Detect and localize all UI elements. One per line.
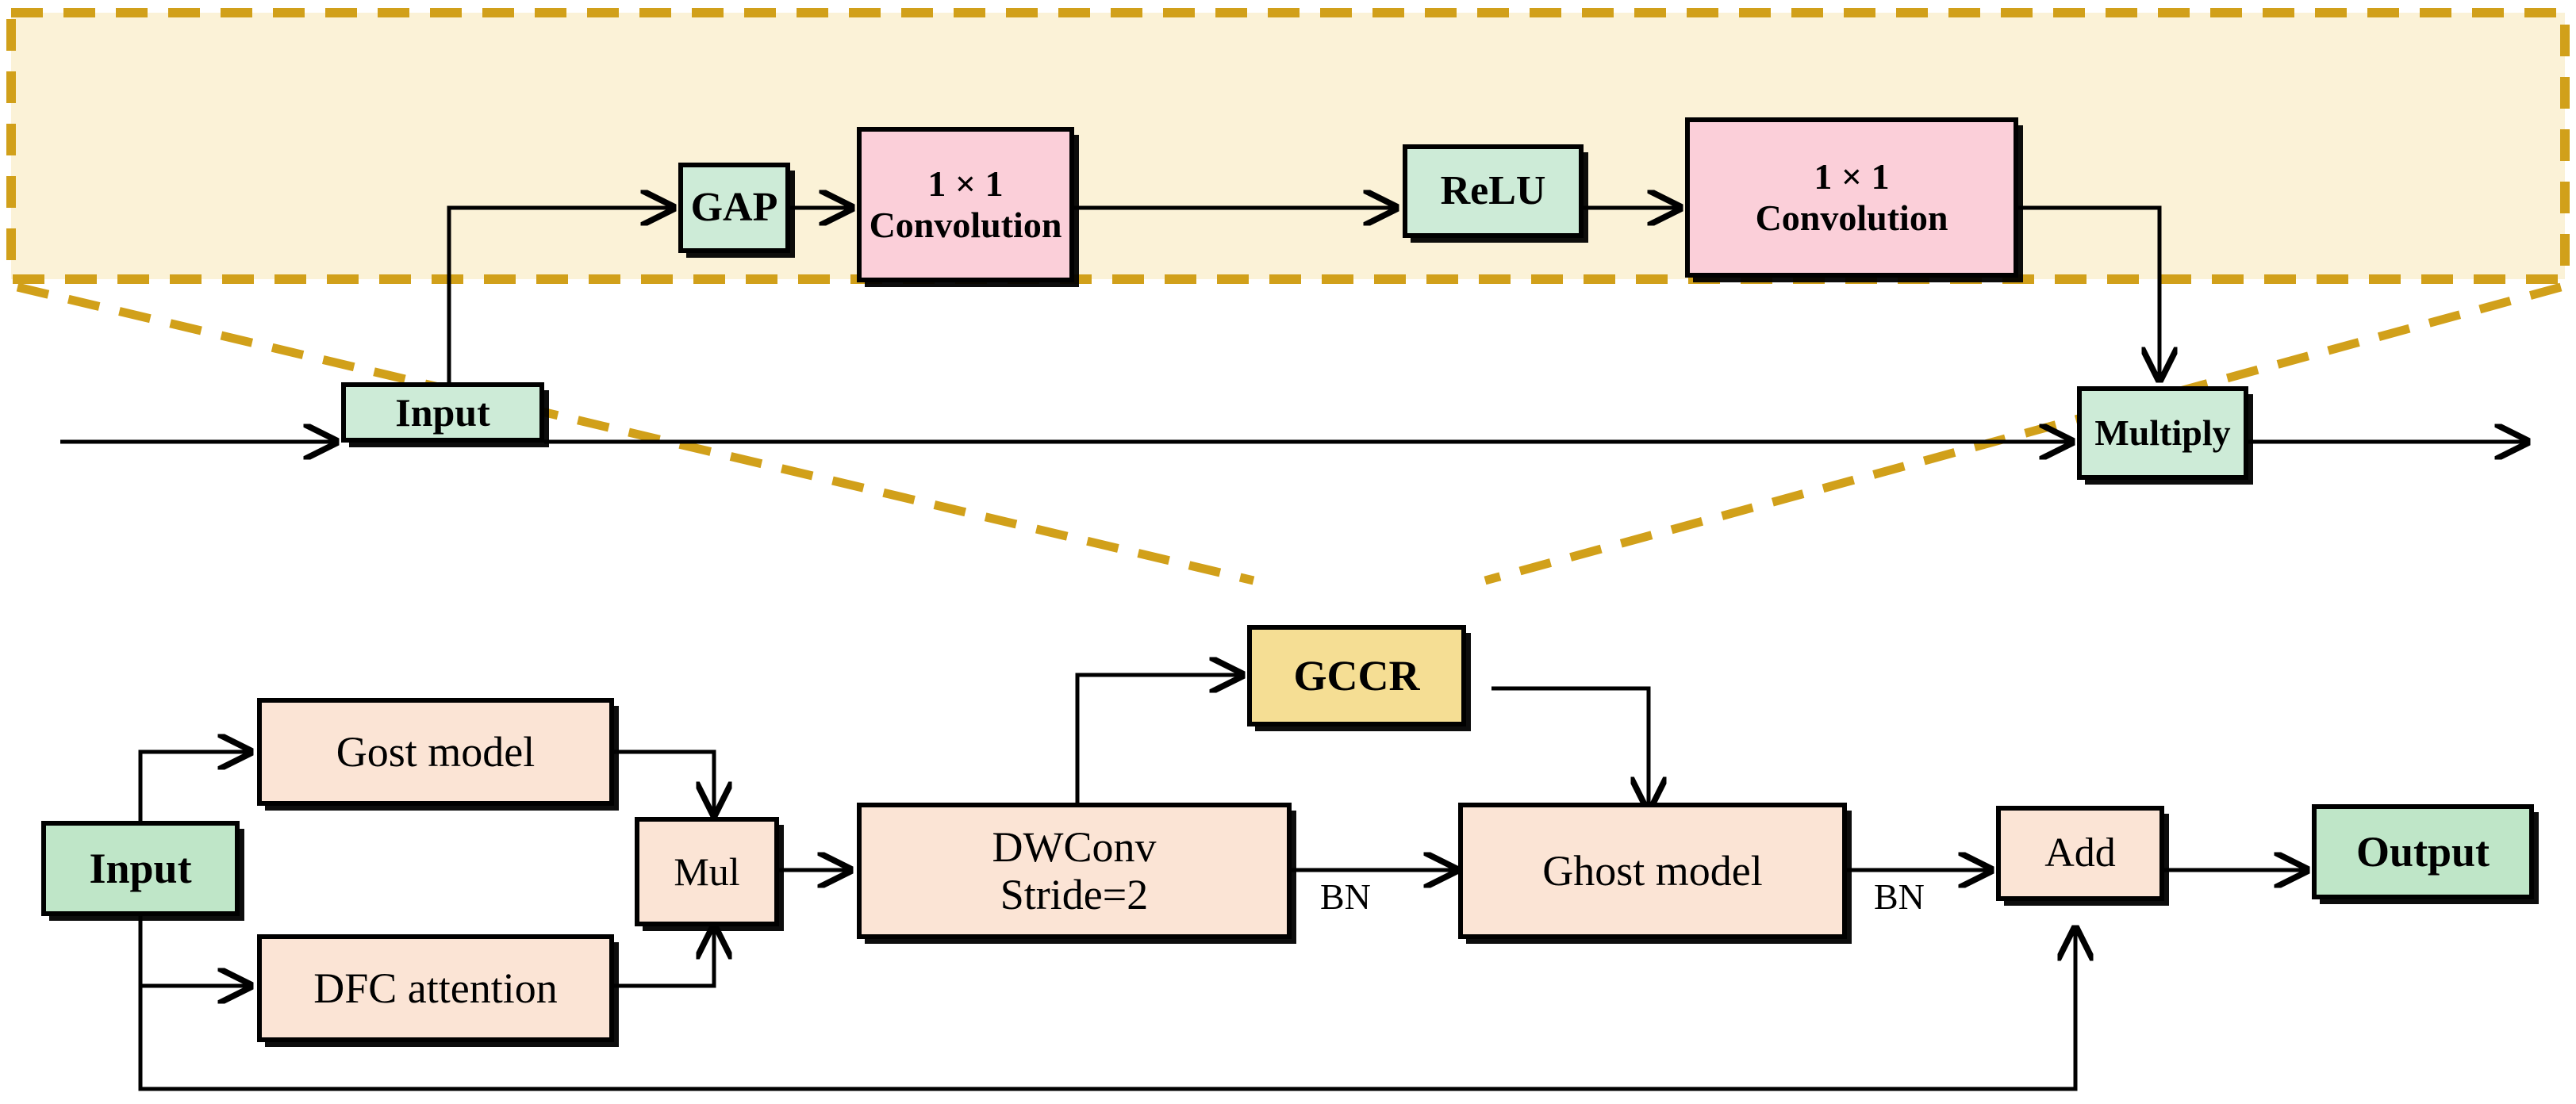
edge-input-to-gap <box>447 208 674 382</box>
node-conv1x1-first-line1: 1 × 1 <box>927 163 1004 205</box>
edge-dfc-to-mul <box>603 926 714 988</box>
node-bottom-input[interactable]: Input <box>41 821 240 916</box>
node-mul-label: Mul <box>674 849 740 894</box>
node-top-input-label: Input <box>395 390 490 435</box>
node-conv1x1-first-line2: Convolution <box>869 205 1062 245</box>
node-conv1x1-first[interactable]: 1 × 1 Convolution <box>857 127 1074 282</box>
gccr-detail-panel <box>6 8 2570 284</box>
edge-gost-to-mul <box>603 749 714 815</box>
node-ghost-model-label: Ghost model <box>1542 846 1763 895</box>
node-output[interactable]: Output <box>2312 804 2534 899</box>
node-mul[interactable]: Mul <box>635 817 779 926</box>
node-dwconv-line2: Stride=2 <box>1000 871 1149 918</box>
node-gap[interactable]: GAP <box>678 163 790 253</box>
node-gccr[interactable]: GCCR <box>1247 625 1466 726</box>
edge-conv2-to-multiply <box>2018 205 2159 380</box>
node-conv1x1-second-line1: 1 × 1 <box>1814 156 1890 197</box>
edge-label-bn-1-text: BN <box>1320 876 1371 917</box>
edge-dwconv-to-gccr <box>1075 675 1242 815</box>
zoom-connector-right <box>1484 282 2563 585</box>
node-add-label: Add <box>2044 830 2116 876</box>
node-multiply-label: Multiply <box>2094 412 2231 454</box>
node-conv1x1-second-line2: Convolution <box>1755 197 1948 238</box>
zoom-connector-left <box>16 282 1255 585</box>
edge-label-bn-2-text: BN <box>1874 876 1925 917</box>
edge-label-bn-2: BN <box>1874 876 1925 918</box>
node-gost-model[interactable]: Gost model <box>257 698 614 806</box>
node-top-input[interactable]: Input <box>341 382 544 443</box>
node-dfc-attention-label: DFC attention <box>313 964 558 1012</box>
node-dwconv-line1: DWConv <box>992 822 1157 871</box>
node-gost-model-label: Gost model <box>336 727 536 776</box>
node-gccr-label: GCCR <box>1293 651 1420 700</box>
node-output-label: Output <box>2355 827 2490 876</box>
edge-label-bn-1: BN <box>1320 876 1371 918</box>
node-conv1x1-second[interactable]: 1 × 1 Convolution <box>1685 117 2018 278</box>
edge-gccr-to-ghost <box>1491 686 1649 810</box>
node-multiply[interactable]: Multiply <box>2077 386 2248 480</box>
node-gap-label: GAP <box>690 184 778 230</box>
node-dwconv[interactable]: DWConv Stride=2 <box>857 803 1292 939</box>
node-relu-label: ReLU <box>1440 167 1546 213</box>
node-ghost-model[interactable]: Ghost model <box>1458 803 1847 939</box>
node-relu[interactable]: ReLU <box>1403 144 1584 238</box>
node-dfc-attention[interactable]: DFC attention <box>257 934 614 1042</box>
node-add[interactable]: Add <box>1996 806 2164 901</box>
node-bottom-input-label: Input <box>89 844 192 892</box>
